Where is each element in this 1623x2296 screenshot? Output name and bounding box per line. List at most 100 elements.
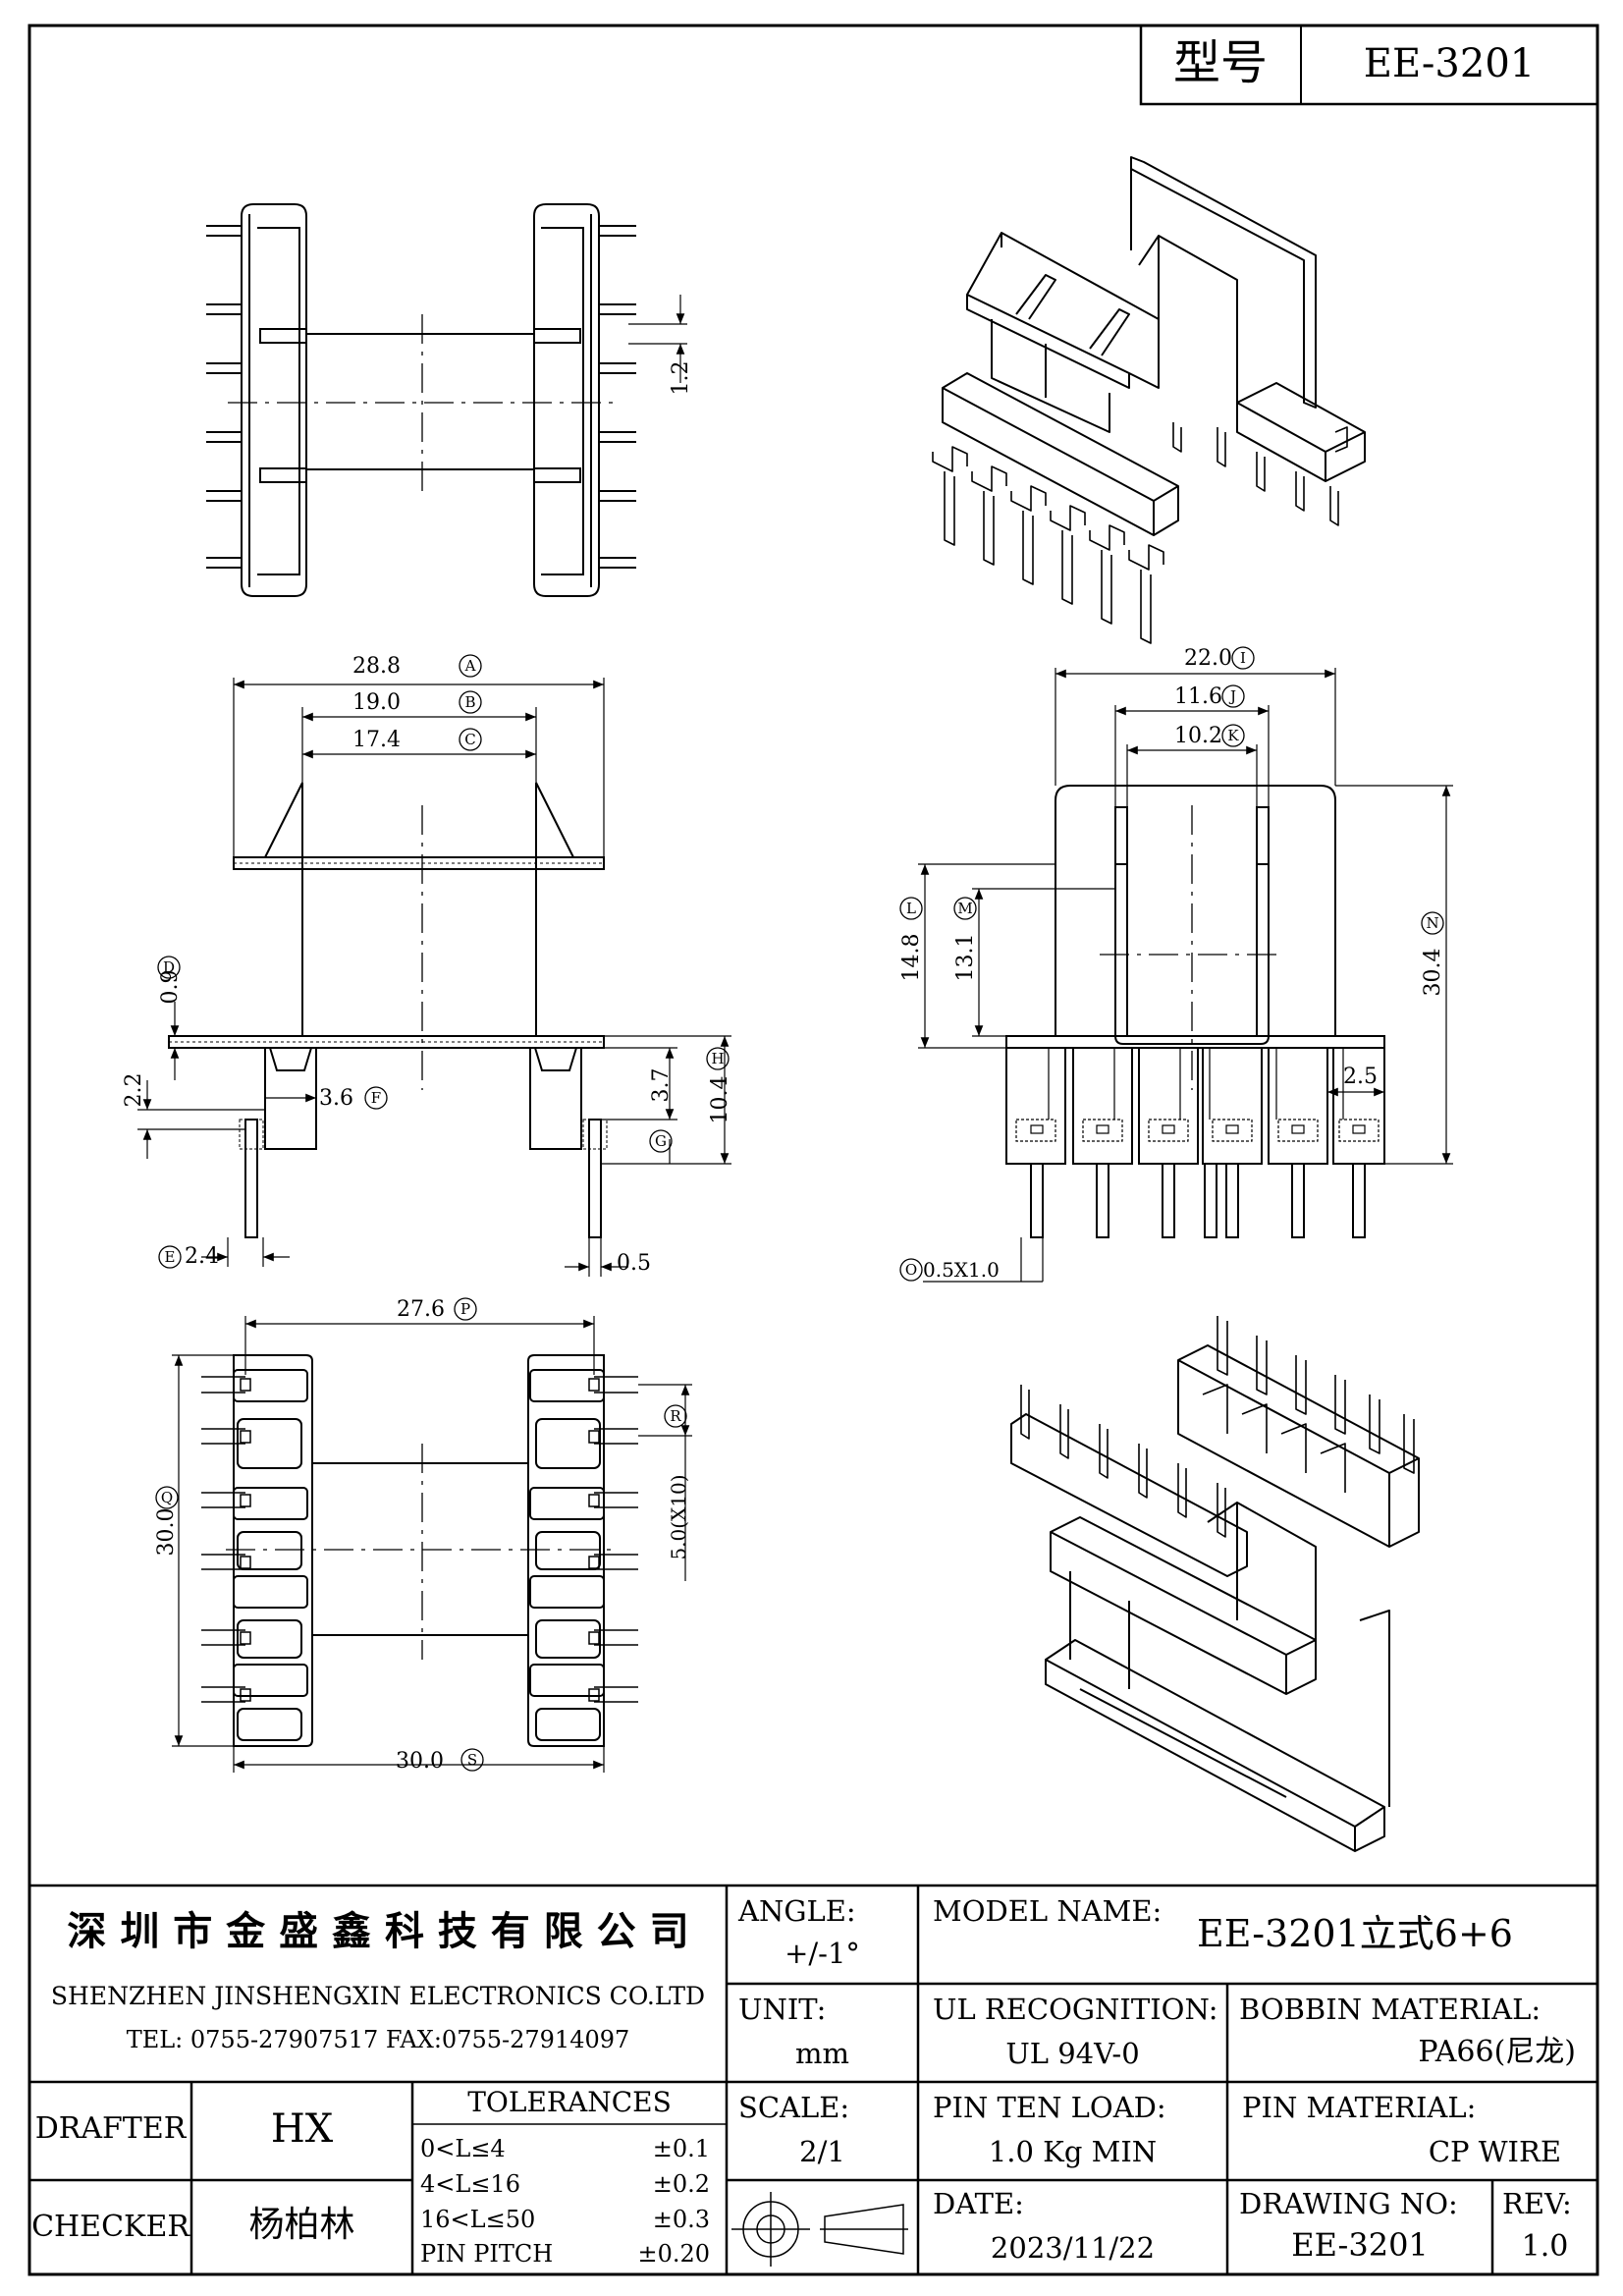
ul-recognition-value: UL 94V-0 <box>1005 2037 1140 2070</box>
bobbin-material-label: BOBBIN MATERIAL: <box>1239 1993 1542 2026</box>
tolerance-range: PIN PITCH <box>420 2240 554 2268</box>
date-label: DATE: <box>933 2187 1024 2220</box>
tolerance-value: ±0.2 <box>652 2170 710 2198</box>
circle-letter-b: B <box>464 693 475 711</box>
pin-ten-load-value: 1.0 Kg MIN <box>988 2135 1158 2168</box>
top-view <box>206 203 687 597</box>
dim-r: 5.0(X10) <box>667 1474 690 1559</box>
dim-h: 10.4 <box>708 1076 732 1124</box>
circle-letter-f: F <box>371 1089 381 1107</box>
dim-2-2: 2.2 <box>122 1073 146 1108</box>
circle-letter-i: I <box>1240 649 1246 667</box>
dim-top-1-2: 1.2 <box>669 361 693 396</box>
model-name-label: MODEL NAME: <box>933 1894 1163 1928</box>
dim-f: 3.6 <box>319 1086 353 1111</box>
company-name-en: SHENZHEN JINSHENGXIN ELECTRONICS CO.LTD <box>50 1982 706 2010</box>
model-header: 型号 EE-3201 <box>1139 24 1599 106</box>
dim-g: 3.7 <box>649 1068 674 1103</box>
dim-q: 30.0 <box>154 1508 179 1557</box>
circle-letter-r: R <box>670 1407 681 1425</box>
angle-value: +/-1° <box>784 1937 860 1970</box>
bobbin-material-value: PA66(尼龙) <box>1418 2035 1576 2069</box>
pin-ten-load-label: PIN TEN LOAD: <box>933 2091 1166 2124</box>
isometric-view-bottom <box>1010 1316 1420 1852</box>
front-view <box>137 678 731 1277</box>
circle-letter-d: D <box>163 958 175 976</box>
title-block-grid <box>29 1884 1597 2274</box>
tolerance-value: ±0.3 <box>652 2206 710 2233</box>
tolerance-range: 16<L≤50 <box>420 2206 536 2233</box>
circle-letter-s: S <box>467 1751 477 1769</box>
circle-letters-bottom <box>155 1297 687 1772</box>
tolerance-range: 0<L≤4 <box>420 2135 506 2162</box>
tolerance-row: 0<L≤4 ±0.1 <box>420 2131 720 2166</box>
tolerances-table: 0<L≤4 ±0.1 4<L≤16 ±0.2 16<L≤50 ±0.3 PIN … <box>420 2131 720 2270</box>
dim-m: 13.1 <box>953 934 978 982</box>
model-header-label: 型号 <box>1173 35 1268 90</box>
dim-n: 30.4 <box>1421 949 1445 997</box>
model-header-value: EE-3201 <box>1364 41 1535 86</box>
dim-c: 17.4 <box>352 728 401 752</box>
dim-l: 14.8 <box>899 934 924 982</box>
tolerance-row: 16<L≤50 ±0.3 <box>420 2202 720 2237</box>
dim-o: 0.5X1.0 <box>923 1258 1000 1282</box>
circle-letter-q: Q <box>161 1489 173 1506</box>
isometric-view-top <box>932 156 1366 644</box>
drawing-no-label: DRAWING NO: <box>1239 2187 1458 2220</box>
dim-s: 30.0 <box>396 1749 444 1774</box>
company-name-cn: 深 圳 市 金 盛 鑫 科 技 有 限 公 司 <box>67 1909 689 1954</box>
dim-i: 22.0 <box>1184 646 1232 671</box>
circle-letter-p: P <box>460 1300 470 1318</box>
circle-letter-l: L <box>906 900 916 917</box>
dim-e: 2.4 <box>185 1244 219 1269</box>
dim-k: 10.2 <box>1174 724 1222 748</box>
dim-pitch-2-5: 2.5 <box>1343 1065 1378 1089</box>
bottom-view <box>172 1316 692 1773</box>
circle-letter-a: A <box>464 657 476 675</box>
circle-letter-j: J <box>1228 687 1236 705</box>
unit-label: UNIT: <box>738 1993 827 2026</box>
projection-symbol-icon <box>731 2192 908 2267</box>
model-name-value: EE-3201立式6+6 <box>1197 1912 1513 1955</box>
rev-value: 1.0 <box>1521 2229 1569 2264</box>
circle-letters-front <box>157 654 730 1269</box>
pin-material-label: PIN MATERIAL: <box>1242 2091 1477 2124</box>
side-view <box>918 668 1453 1283</box>
circle-letter-k: K <box>1227 727 1239 744</box>
ul-recognition-label: UL RECOGNITION: <box>933 1993 1218 2026</box>
tolerance-value: ±0.1 <box>652 2135 710 2162</box>
circle-letter-e: E <box>165 1248 176 1266</box>
rev-label: REV: <box>1502 2187 1572 2220</box>
circle-letter-m: M <box>957 900 972 917</box>
pin-material-value: CP WIRE <box>1428 2135 1561 2168</box>
tolerance-row: 4<L≤16 ±0.2 <box>420 2166 720 2202</box>
drafter-value: HX <box>270 2106 334 2152</box>
company-contact: TEL: 0755-27907517 FAX:0755-27914097 <box>126 2026 630 2053</box>
drawing-border <box>27 24 1599 2276</box>
circle-letter-g: G <box>655 1132 667 1150</box>
tolerance-row: PIN PITCH ±0.20 <box>420 2237 720 2270</box>
dim-p: 27.6 <box>397 1297 445 1322</box>
dim-pin-0-5: 0.5 <box>617 1251 651 1276</box>
dim-a: 28.8 <box>352 654 401 679</box>
angle-label: ANGLE: <box>738 1894 856 1928</box>
scale-value: 2/1 <box>799 2135 845 2168</box>
checker-label: CHECKER <box>31 2210 189 2244</box>
unit-value: mm <box>795 2037 849 2070</box>
circle-letter-c: C <box>464 731 475 748</box>
circle-letters-side <box>899 646 1444 1282</box>
circle-letter-n: N <box>1426 914 1438 932</box>
drawing-no-value: EE-3201 <box>1291 2226 1429 2264</box>
circle-letter-h: H <box>711 1050 724 1067</box>
tolerance-range: 4<L≤16 <box>420 2170 520 2198</box>
dim-j: 11.6 <box>1174 684 1222 709</box>
scale-label: SCALE: <box>738 2091 850 2124</box>
circle-letter-o: O <box>905 1261 917 1279</box>
date-value: 2023/11/22 <box>990 2231 1156 2265</box>
checker-value: 杨柏林 <box>248 2205 355 2245</box>
drafter-label: DRAFTER <box>34 2111 187 2146</box>
tolerances-title: TOLERANCES <box>467 2086 672 2118</box>
tolerance-value: ±0.20 <box>637 2240 710 2268</box>
dim-b: 19.0 <box>352 690 401 715</box>
